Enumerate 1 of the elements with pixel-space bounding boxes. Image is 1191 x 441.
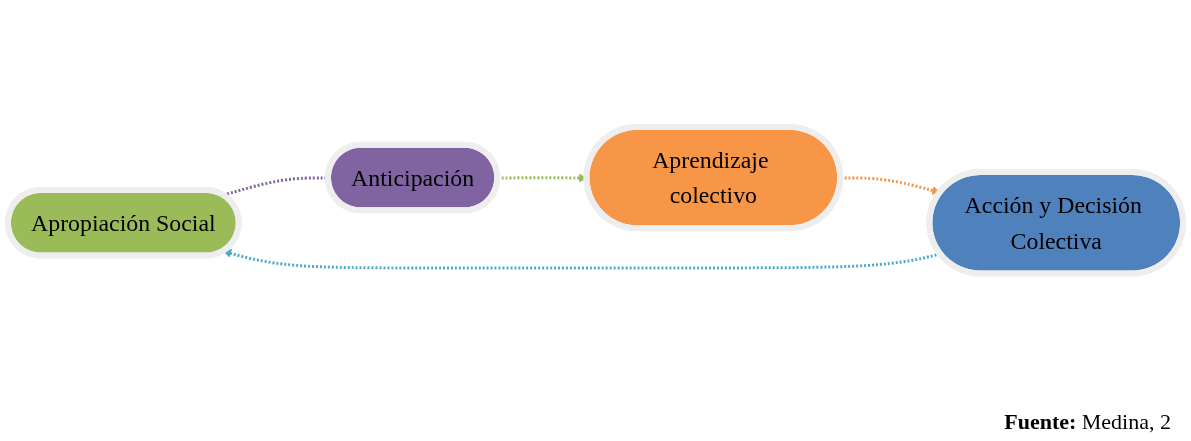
source-caption: Fuente: Medina, 2 (1004, 409, 1171, 435)
